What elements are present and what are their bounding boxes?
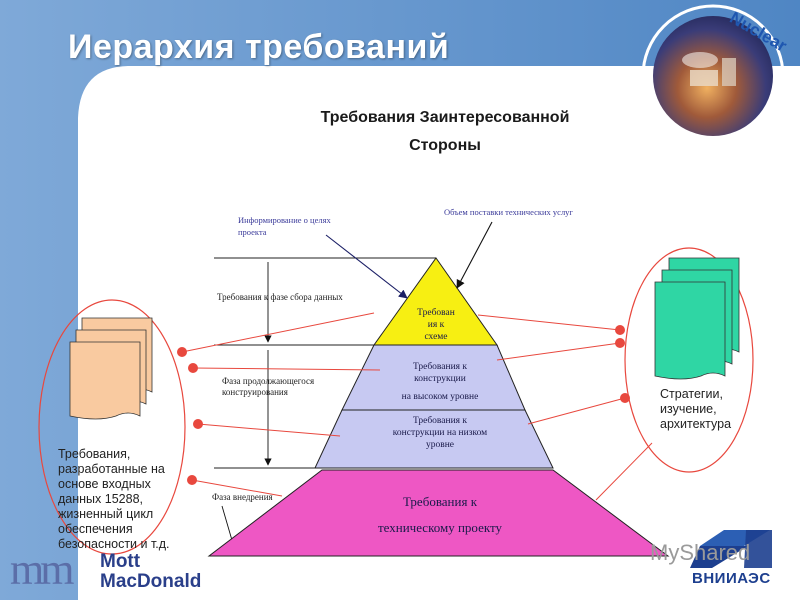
mott-macdonald-mark: mm bbox=[10, 545, 74, 594]
right-docs-line-1: Стратегии, bbox=[660, 387, 723, 401]
left-docs-line-5: жизненный цикл bbox=[58, 507, 154, 521]
right-connector-dots bbox=[615, 325, 630, 403]
top-tier-line-2: ия к bbox=[427, 320, 445, 330]
subtitle-line-2: Стороны bbox=[409, 137, 481, 154]
left-document-stack bbox=[69, 317, 153, 420]
vniiaes-emblem bbox=[690, 530, 772, 568]
base-tier-label: Требования к техническому проекту bbox=[340, 494, 540, 536]
pyramid-top-tier bbox=[373, 257, 498, 346]
high-tier-line-2: конструкции bbox=[414, 374, 466, 384]
left-docs-ellipse bbox=[38, 299, 186, 555]
top-tier-line-3: схеме bbox=[424, 332, 448, 342]
mott-logo-line-2: MacDonald bbox=[100, 571, 202, 592]
slide-title: Иерархия требований bbox=[68, 28, 450, 66]
vniiaes-logo-text: ВНИИАЭС bbox=[692, 570, 771, 587]
high-tier-label: Требования к конструкции на высоком уров… bbox=[372, 361, 508, 403]
right-document-stack bbox=[654, 257, 740, 380]
informing-arrow bbox=[325, 234, 408, 299]
high-tier-line-1: Требования к bbox=[412, 362, 468, 372]
scope-note: Объем поставки технических услуг bbox=[444, 207, 573, 217]
phase-label-design: Фаза продолжающегося конструирования bbox=[222, 376, 315, 397]
low-tier-label: Требования к конструкции на низком уровн… bbox=[362, 415, 518, 451]
informing-note: Информирование о целях проекта bbox=[238, 215, 331, 237]
right-docs-line-2: изучение, bbox=[660, 402, 717, 416]
phase-label-implementation: Фаза внедрения bbox=[212, 492, 273, 502]
base-tier-line-2: техническому проекту bbox=[377, 520, 503, 535]
high-tier-line-3: на высоком уровне bbox=[401, 392, 479, 402]
left-docs-line-4: данных 15288, bbox=[58, 492, 143, 506]
right-docs-label: Стратегии, изучение, архитектура bbox=[660, 387, 750, 432]
left-connectors bbox=[181, 312, 381, 497]
left-docs-label: Требования, разработанные на основе вход… bbox=[58, 447, 188, 552]
scope-arrow bbox=[456, 221, 493, 289]
base-tier-line-1: Требования к bbox=[402, 494, 478, 509]
pyramid-base-tier bbox=[207, 469, 670, 557]
right-docs-ellipse bbox=[624, 247, 754, 473]
low-tier-line-3: уровне bbox=[425, 440, 455, 450]
right-connectors bbox=[477, 314, 653, 501]
left-docs-line-1: Требования, bbox=[58, 447, 131, 461]
subtitle: Требования Заинтересованной Стороны bbox=[290, 104, 600, 160]
mott-logo-line-1: Mott bbox=[100, 551, 141, 572]
phase-label-data-collection: Требования к фазе сбора данных bbox=[217, 292, 343, 302]
left-docs-line-6: обеспечения bbox=[58, 522, 133, 536]
left-docs-line-7: безопасности и т.д. bbox=[58, 537, 170, 551]
left-connector-dots bbox=[177, 347, 203, 485]
top-tier-label: Требован ия к схеме bbox=[399, 307, 473, 343]
low-tier-line-1: Требования к bbox=[412, 416, 468, 426]
low-tier-line-2: конструкции на низком bbox=[392, 428, 488, 438]
left-docs-line-3: основе входных bbox=[58, 477, 151, 491]
top-tier-line-1: Требован bbox=[417, 308, 455, 318]
left-docs-line-2: разработанные на bbox=[58, 462, 165, 476]
watermark: MyShared bbox=[650, 540, 751, 565]
right-docs-line-3: архитектура bbox=[660, 417, 732, 431]
subtitle-line-1: Требования Заинтересованной bbox=[320, 109, 570, 126]
